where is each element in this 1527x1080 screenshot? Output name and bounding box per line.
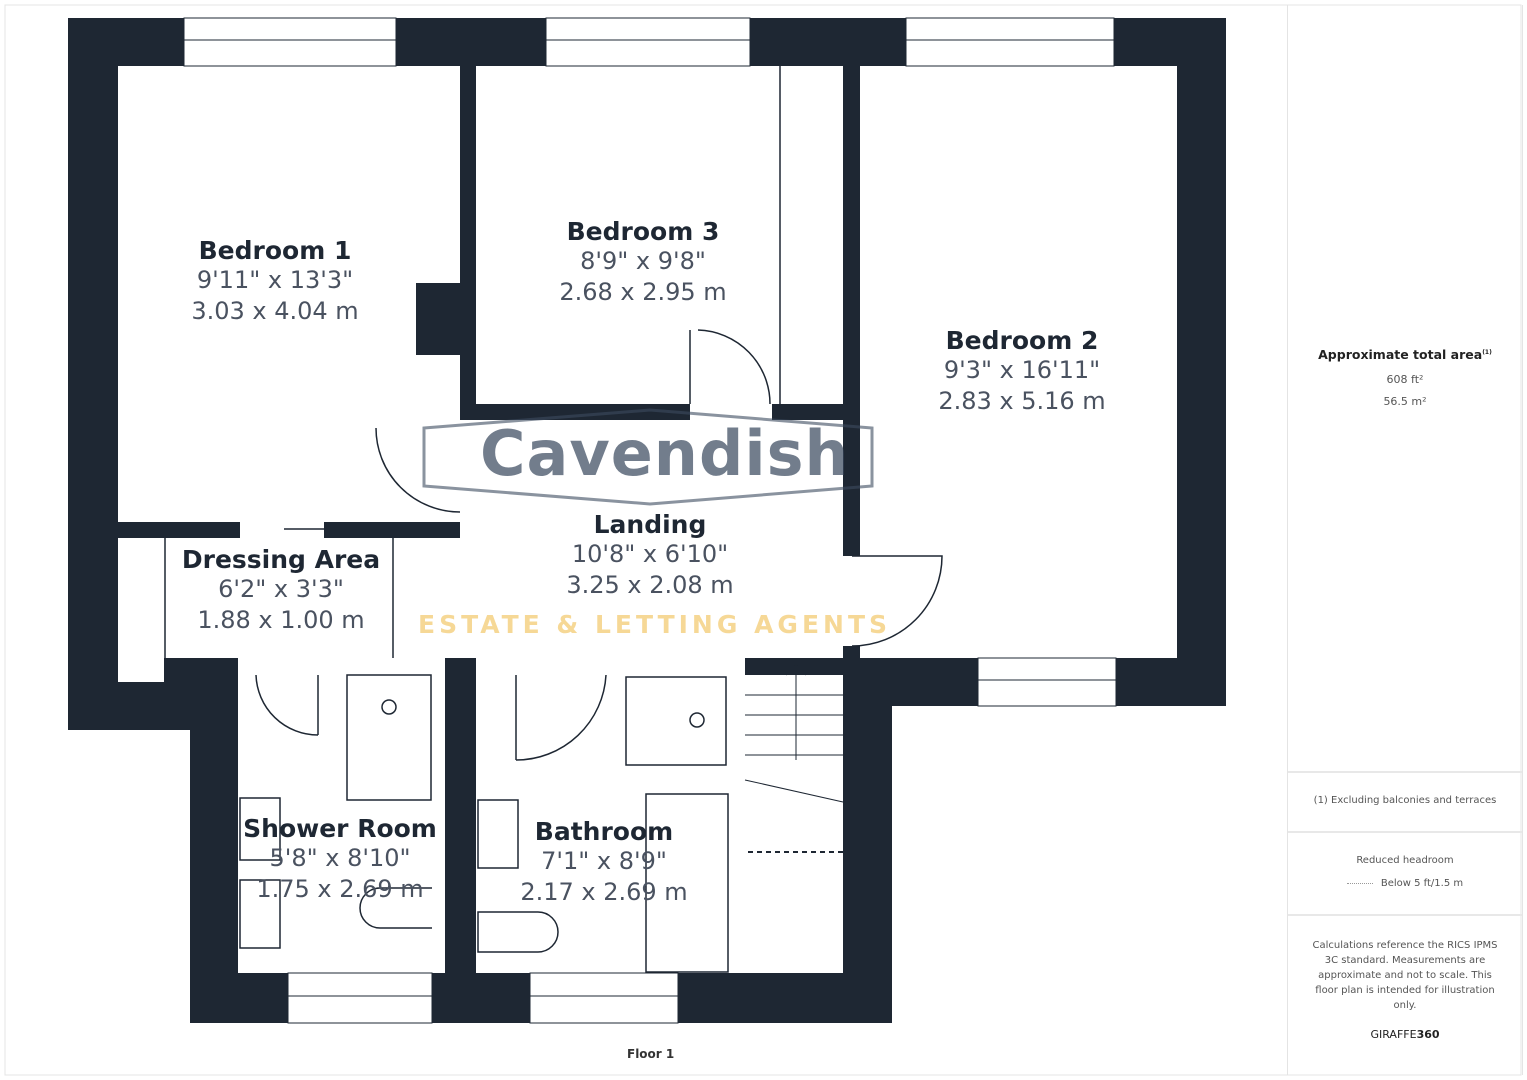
floor-label: Floor 1 [627, 1047, 675, 1061]
watermark-brand: Cavendish [480, 417, 850, 490]
room-spaces [118, 66, 1177, 973]
area-title: Approximate total area(1) [1318, 347, 1492, 362]
fixtures [164, 66, 943, 973]
area-ft: 608 ft² [1386, 373, 1424, 386]
headroom-title: Reduced headroom [1356, 855, 1454, 866]
headroom-legend: Below 5 ft/1.5 m [1288, 878, 1522, 889]
area-m: 56.5 m² [1383, 395, 1427, 408]
stairs [744, 664, 844, 853]
info-panel: Approximate total area(1) 608 ft² 56.5 m… [1287, 5, 1523, 1075]
giraffe360-logo: GIRAFFE360 [1370, 1028, 1440, 1041]
watermark-logo-outline [422, 408, 874, 506]
disclaimer: Calculations reference the RICS IPMS 3C … [1312, 940, 1498, 1011]
footnote: (1) Excluding balconies and terraces [1313, 795, 1497, 806]
watermark-tagline: ESTATE & LETTING AGENTS [418, 610, 892, 639]
windows [183, 17, 1117, 1024]
